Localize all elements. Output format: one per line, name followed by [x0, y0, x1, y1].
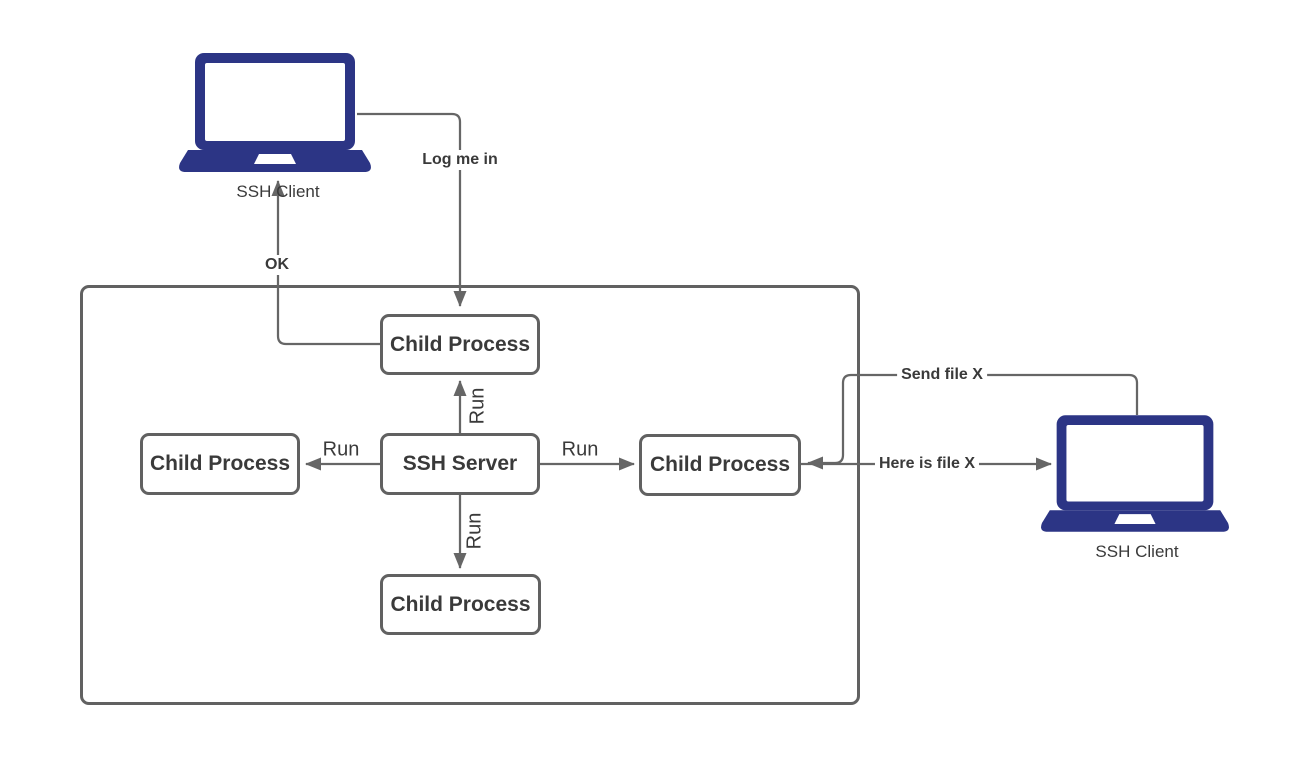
laptop-icon-left	[179, 53, 371, 172]
edge-ok	[271, 180, 380, 346]
edge-label-ok: OK	[261, 255, 293, 275]
laptop-icon-right	[1041, 415, 1229, 532]
edge-label-here-is-file-x: Here is file X	[874, 454, 980, 474]
node-child-process-top: Child Process	[380, 314, 540, 375]
edge-label-send-file-x: Send file X	[897, 365, 987, 385]
edge-label-run-up: Run	[466, 385, 490, 427]
node-ssh-server: SSH Server	[380, 433, 540, 495]
server-process-container	[80, 285, 860, 705]
node-child-process-left: Child Process	[140, 433, 300, 495]
edge-log-me-in	[357, 112, 467, 307]
ssh-client-left-label: SSH Client	[236, 182, 320, 201]
edge-label-log-me-in: Log me in	[418, 150, 502, 170]
edge-label-run-left: Run	[322, 438, 360, 461]
edge-label-run-right: Run	[561, 438, 599, 461]
edge-send-file	[807, 373, 1139, 470]
ssh-client-right-label: SSH Client	[1095, 542, 1179, 561]
node-child-process-bottom: Child Process	[380, 574, 541, 635]
edge-label-run-down: Run	[463, 510, 487, 552]
node-child-process-right: Child Process	[639, 434, 801, 496]
